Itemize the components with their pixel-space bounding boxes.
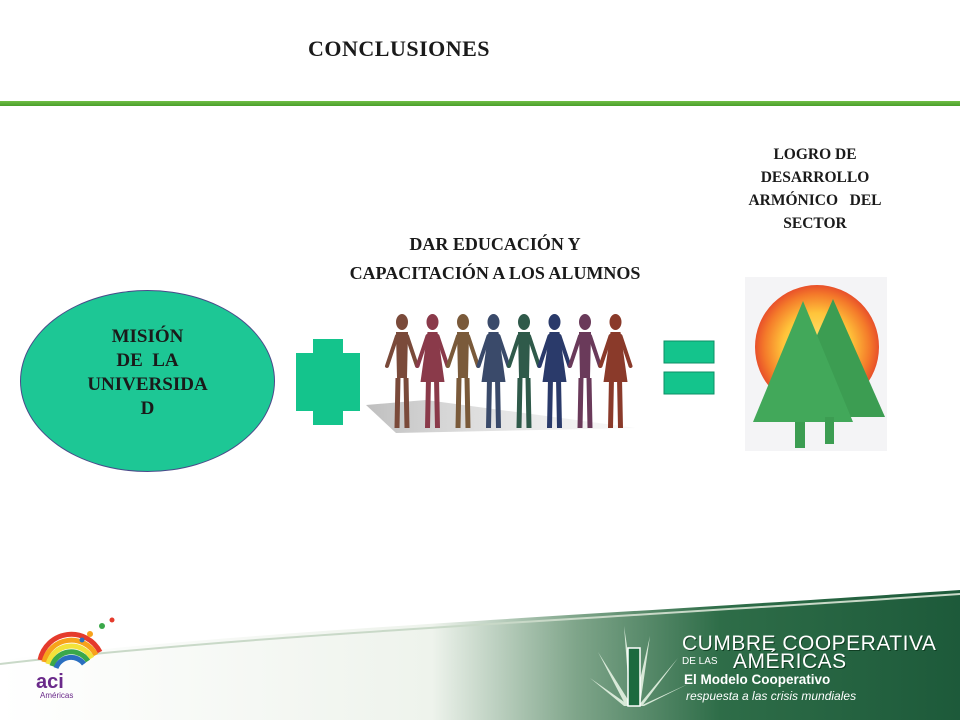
person-figure [415, 314, 450, 429]
agave-emblem-icon [590, 626, 688, 707]
title-divider [0, 101, 960, 106]
person-figure [507, 314, 541, 429]
people-figures-icon [366, 314, 636, 433]
brand-tagline: El Modelo Cooperativo [684, 672, 831, 687]
trees-sun-icon [745, 277, 887, 451]
aci-americas-logo: aci Américas [36, 617, 115, 700]
mission-line-4: D [140, 398, 155, 419]
aci-logo-subtext: Américas [40, 691, 73, 700]
brand-prefix: DE LAS [682, 656, 718, 667]
mission-line-2: DE LA [116, 350, 179, 371]
footer-band [0, 590, 960, 720]
slide-title: CONCLUSIONES [308, 36, 491, 61]
mission-label: MISIÓN DE LA UNIVERSIDA D [20, 325, 275, 421]
brand-line-1: CUMBRE COOPERATIVA [682, 632, 937, 655]
goal-line-3: ARMÓNICO DEL [748, 192, 882, 209]
plus-icon [296, 339, 360, 425]
person-figure [598, 314, 633, 429]
mission-oval [20, 290, 275, 472]
brand-line-2: AMÉRICAS [733, 650, 847, 673]
person-figure [476, 314, 511, 429]
goal-line-4: SECTOR [783, 215, 847, 232]
person-figure [385, 314, 419, 429]
aci-logo-text: aci [36, 671, 64, 693]
person-figure [537, 314, 572, 429]
brand-subtitle: respuesta a las crisis mundiales [686, 689, 857, 703]
goal-label: LOGRO DE DESARROLLO ARMÓNICO DEL SECTOR [720, 143, 910, 235]
mission-line-1: MISIÓN [111, 326, 184, 347]
person-figure [568, 314, 602, 429]
equals-icon [663, 340, 715, 395]
goal-line-2: DESARROLLO [760, 169, 870, 186]
goal-line-1: LOGRO DE [773, 146, 857, 163]
mission-line-3: UNIVERSIDA [87, 374, 208, 395]
education-line-1: DAR EDUCACIÓN Y [409, 234, 581, 254]
education-line-2: CAPACITACIÓN A LOS ALUMNOS [349, 263, 641, 283]
person-figure [446, 314, 480, 429]
education-label: DAR EDUCACIÓN Y CAPACITACIÓN A LOS ALUMN… [290, 230, 700, 288]
